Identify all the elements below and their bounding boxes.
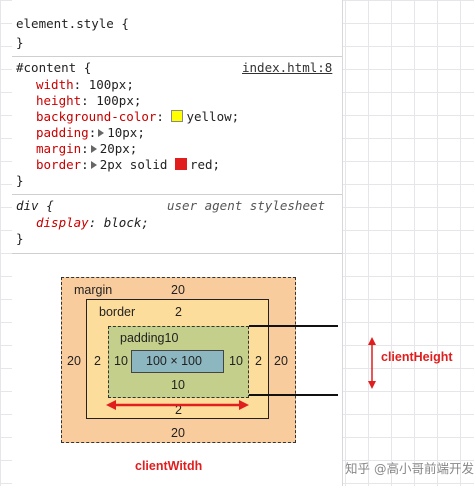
prop-value[interactable]: 100px; bbox=[88, 77, 134, 92]
content-source-link[interactable]: index.html:8 bbox=[242, 60, 333, 75]
client-height-label: clientHeight bbox=[381, 350, 453, 364]
prop-value[interactable]: yellow; bbox=[186, 109, 240, 124]
margin-label: margin bbox=[74, 283, 113, 297]
padding-left-value[interactable]: 10 bbox=[114, 354, 128, 368]
margin-top-value[interactable]: 20 bbox=[171, 283, 185, 297]
element-style-selector[interactable]: element.style { bbox=[16, 16, 129, 31]
divider bbox=[12, 194, 342, 195]
padding-bottom-value[interactable]: 10 bbox=[171, 378, 185, 392]
prop-name: padding bbox=[36, 125, 89, 140]
color-swatch-icon[interactable] bbox=[174, 158, 187, 170]
prop-value[interactable]: 2px solid bbox=[99, 157, 175, 172]
prop-border[interactable]: border:2px solid red; bbox=[36, 157, 221, 172]
ua-selector: div { bbox=[16, 198, 54, 213]
prop-name: height bbox=[36, 93, 82, 108]
prop-value-2[interactable]: red; bbox=[189, 157, 221, 172]
border-left-value[interactable]: 2 bbox=[94, 354, 101, 368]
prop-name: margin bbox=[36, 141, 82, 156]
prop-name: width bbox=[36, 77, 74, 92]
arrow-down-icon bbox=[368, 381, 376, 389]
color-swatch-icon[interactable] bbox=[171, 110, 184, 122]
divider bbox=[12, 56, 342, 57]
prop-name: background-color bbox=[36, 109, 157, 124]
content-size[interactable]: 100 × 100 bbox=[146, 354, 202, 368]
ua-source: user agent stylesheet bbox=[167, 198, 326, 213]
margin-right-value[interactable]: 20 bbox=[274, 354, 288, 368]
prop-display: display: block; bbox=[36, 215, 149, 230]
expand-triangle-icon[interactable] bbox=[90, 161, 97, 169]
content-selector[interactable]: #content { bbox=[16, 60, 92, 75]
padding-right-value[interactable]: 10 bbox=[229, 354, 243, 368]
prop-background-color[interactable]: background-color: yellow; bbox=[36, 109, 240, 124]
border-right-value[interactable]: 2 bbox=[255, 354, 262, 368]
expand-triangle-icon[interactable] bbox=[90, 145, 97, 153]
expand-triangle-icon[interactable] bbox=[98, 129, 105, 137]
border-top-value[interactable]: 2 bbox=[175, 305, 182, 319]
margin-left-value[interactable]: 20 bbox=[67, 354, 81, 368]
element-style-close: } bbox=[16, 35, 24, 50]
content-close: } bbox=[16, 173, 24, 188]
arrow-left-icon bbox=[106, 400, 116, 410]
content-box[interactable] bbox=[131, 350, 224, 373]
prop-padding[interactable]: padding:10px; bbox=[36, 125, 145, 140]
divider bbox=[12, 253, 342, 254]
prop-value[interactable]: 20px; bbox=[99, 141, 138, 156]
border-bottom-value[interactable]: 2 bbox=[175, 403, 182, 417]
prop-name: display bbox=[36, 215, 89, 230]
border-label: border bbox=[99, 305, 136, 319]
ua-close: } bbox=[16, 231, 24, 246]
client-width-label: clientWitdh bbox=[135, 459, 203, 473]
prop-width[interactable]: width: 100px; bbox=[36, 77, 134, 92]
prop-value[interactable]: 100px; bbox=[96, 93, 142, 108]
prop-name: border bbox=[36, 157, 82, 172]
prop-value[interactable]: 10px; bbox=[107, 125, 145, 140]
padding-label: padding10 bbox=[120, 331, 179, 345]
arrow-right-icon bbox=[239, 400, 249, 410]
prop-value: block; bbox=[103, 215, 149, 230]
margin-bottom-value[interactable]: 20 bbox=[171, 426, 185, 440]
prop-margin[interactable]: margin:20px; bbox=[36, 141, 138, 156]
watermark: 知乎 @高小哥前端开发 bbox=[345, 461, 474, 476]
arrow-up-icon bbox=[368, 337, 376, 345]
prop-height[interactable]: height: 100px; bbox=[36, 93, 142, 108]
